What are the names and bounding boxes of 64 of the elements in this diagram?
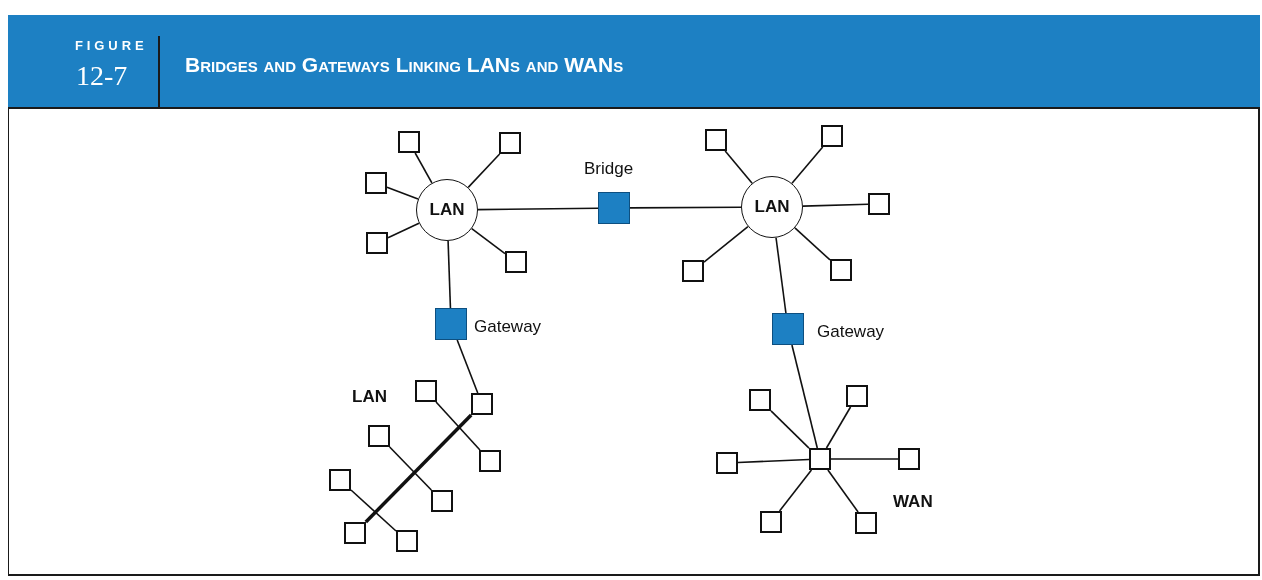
link-line [470, 227, 506, 255]
link-line [791, 344, 819, 449]
station-square [898, 448, 920, 470]
link-line [350, 489, 397, 532]
link-line [827, 469, 859, 513]
station-square [368, 425, 390, 447]
node-label: LAN [754, 196, 790, 219]
station-square [431, 490, 453, 512]
station-square [760, 511, 782, 533]
station-square [821, 125, 843, 147]
link-line [467, 153, 501, 189]
station-square [749, 389, 771, 411]
link-line [791, 146, 824, 185]
link-line [724, 150, 753, 184]
figure-title: Bridges and Gateways Linking LANs and WANs [185, 52, 624, 78]
link-line [447, 240, 452, 309]
station-square [479, 450, 501, 472]
station-square [415, 380, 437, 402]
station-square [716, 452, 738, 474]
station-square [344, 522, 366, 544]
link-line [629, 206, 742, 209]
link-line [703, 225, 749, 263]
station-square [396, 530, 418, 552]
station-square [868, 193, 890, 215]
link-line [414, 152, 433, 184]
link-line [386, 186, 419, 200]
bus-line [364, 413, 473, 524]
link-line [825, 406, 852, 449]
link-line [387, 222, 420, 239]
station-square [830, 259, 852, 281]
station-square [365, 172, 387, 194]
device-caption: Gateway [817, 321, 885, 343]
station-square [846, 385, 868, 407]
station-square [855, 512, 877, 534]
figure-label: FIGURE [75, 37, 148, 55]
hub-square [809, 448, 831, 470]
station-square [705, 129, 727, 151]
device-caption: Bridge [584, 158, 634, 180]
network-label: WAN [893, 491, 933, 513]
station-square [499, 132, 521, 154]
station-square [366, 232, 388, 254]
network-label: LAN [352, 386, 387, 408]
station-square [471, 393, 493, 415]
device-square [435, 308, 467, 340]
device-caption: Gateway [474, 316, 542, 338]
station-square [505, 251, 527, 273]
link-line [830, 458, 899, 460]
link-line [778, 469, 813, 512]
node-label: LAN [429, 199, 465, 222]
link-line [456, 339, 479, 394]
figure-number: 12-7 [76, 62, 128, 90]
link-line [477, 207, 599, 211]
station-square [329, 469, 351, 491]
link-line [775, 236, 787, 314]
station-square [398, 131, 420, 153]
link-line [737, 458, 810, 464]
station-square [682, 260, 704, 282]
device-square [598, 192, 630, 224]
link-line [388, 446, 433, 491]
link-line [794, 227, 831, 261]
link-line [802, 203, 869, 207]
link-line [770, 410, 810, 449]
device-square [772, 313, 804, 345]
link-line [435, 401, 481, 451]
